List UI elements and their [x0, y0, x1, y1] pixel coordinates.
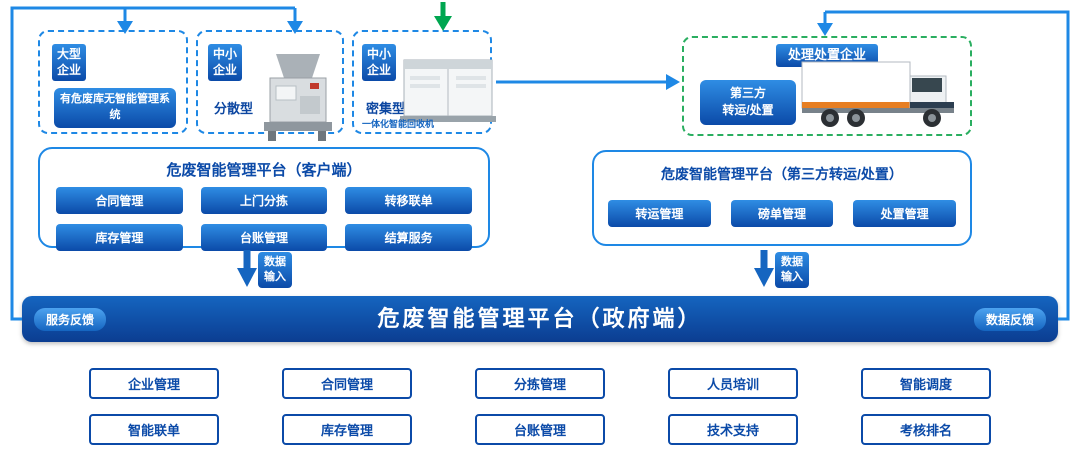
data-feedback-badge: 数据反馈 [973, 308, 1046, 331]
transfer-truck-image [801, 61, 954, 127]
gov-module-enterprise: 企业管理 [89, 368, 219, 399]
group-sme-scattered: 中小企业 分散型 [196, 30, 344, 141]
data-input-label-left: 数据 输入 [258, 252, 292, 288]
data-input-arrow-left [237, 250, 257, 287]
group-processor-enterprise: 处理处置企业 第三方 转运/处置 [682, 36, 972, 136]
gov-module-dispatch: 智能调度 [861, 368, 991, 399]
third-party-platform-panel: 危废智能管理平台（第三方转运/处置） 转运管理 磅单管理 处置管理 [592, 150, 972, 246]
third-party-platform-title: 危废智能管理平台（第三方转运/处置） [661, 166, 903, 182]
client-module-contract: 合同管理 [56, 187, 183, 214]
gov-module-inventory: 库存管理 [282, 414, 412, 445]
client-module-ledger: 台账管理 [200, 224, 328, 251]
service-feedback-badge: 服务反馈 [34, 308, 107, 331]
gov-module-contract: 合同管理 [282, 368, 412, 399]
smart-recycle-cabinet-image [400, 59, 496, 122]
sorting-machine-image [264, 54, 332, 141]
client-module-transfer-manifest: 转移联单 [345, 187, 472, 214]
data-input-label-right: 数据 输入 [775, 252, 809, 288]
sme-dense-tag: 中小企业 [362, 44, 396, 82]
tp-module-disposal: 处置管理 [853, 200, 956, 227]
government-platform-title: 危废智能管理平台（政府端） [377, 306, 703, 331]
sme-dense-caption: 一体化智能回收机 [362, 119, 435, 129]
gov-module-ledger: 台账管理 [475, 414, 605, 445]
gov-module-sorting: 分拣管理 [475, 368, 605, 399]
large-enterprise-note: 有危废库无智能管理系统 [54, 88, 176, 128]
sme-scattered-tag: 中小企业 [208, 44, 242, 82]
client-module-inventory: 库存管理 [56, 224, 183, 251]
client-module-settlement: 结算服务 [345, 224, 472, 251]
green-down-arrow [434, 2, 452, 31]
tp-module-weighbridge: 磅单管理 [730, 200, 834, 227]
large-enterprise-tag: 大型企业 [52, 44, 86, 82]
government-platform-bar: 危废智能管理平台（政府端） 服务反馈 数据反馈 [22, 296, 1058, 342]
gov-module-training: 人员培训 [668, 368, 798, 399]
sme-dense-type: 密集型 [366, 101, 406, 116]
client-module-onsite-sorting: 上门分拣 [200, 187, 328, 214]
client-platform-title: 危废智能管理平台（客户端） [166, 162, 362, 179]
gov-modules-row-1: 企业管理 合同管理 分拣管理 人员培训 智能调度 [89, 368, 991, 399]
processor-note: 第三方 转运/处置 [700, 80, 796, 125]
client-platform-panel: 危废智能管理平台（客户端） 合同管理 上门分拣 转移联单 库存管理 台账管理 结… [38, 147, 490, 251]
sme-scattered-type: 分散型 [214, 101, 254, 116]
gov-module-ranking: 考核排名 [861, 414, 991, 445]
group-sme-dense: 中小企业 密集型 一体化智能回收机 [352, 30, 496, 134]
gov-modules-row-2: 智能联单 库存管理 台账管理 技术支持 考核排名 [89, 414, 991, 445]
group-large-enterprise: 大型企业 有危废库无智能管理系统 [38, 30, 188, 134]
gov-module-tech-support: 技术支持 [668, 414, 798, 445]
data-input-arrow-right [754, 250, 774, 287]
gov-module-smart-manifest: 智能联单 [89, 414, 219, 445]
tp-module-transport: 转运管理 [608, 200, 711, 227]
